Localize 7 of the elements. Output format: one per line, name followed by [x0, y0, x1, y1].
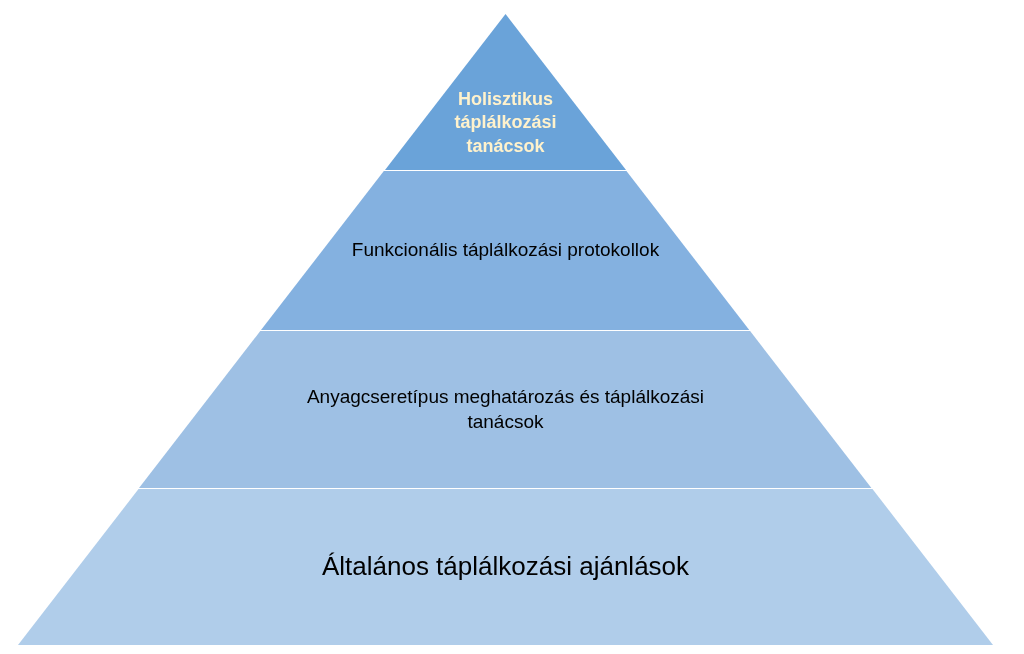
pyramid-level [18, 489, 993, 645]
level-label: Általános táplálkozási ajánlások [321, 550, 690, 584]
pyramid-level [261, 171, 750, 330]
pyramid-level [139, 331, 872, 488]
level-label: Funkcionális táplálkozási protokollok [351, 238, 660, 263]
level-label: Holisztikus táplálkozási tanácsok [453, 87, 558, 158]
level-label: Anyagcseretípus meghatározás és táplálkozási tanácsok [305, 384, 706, 434]
